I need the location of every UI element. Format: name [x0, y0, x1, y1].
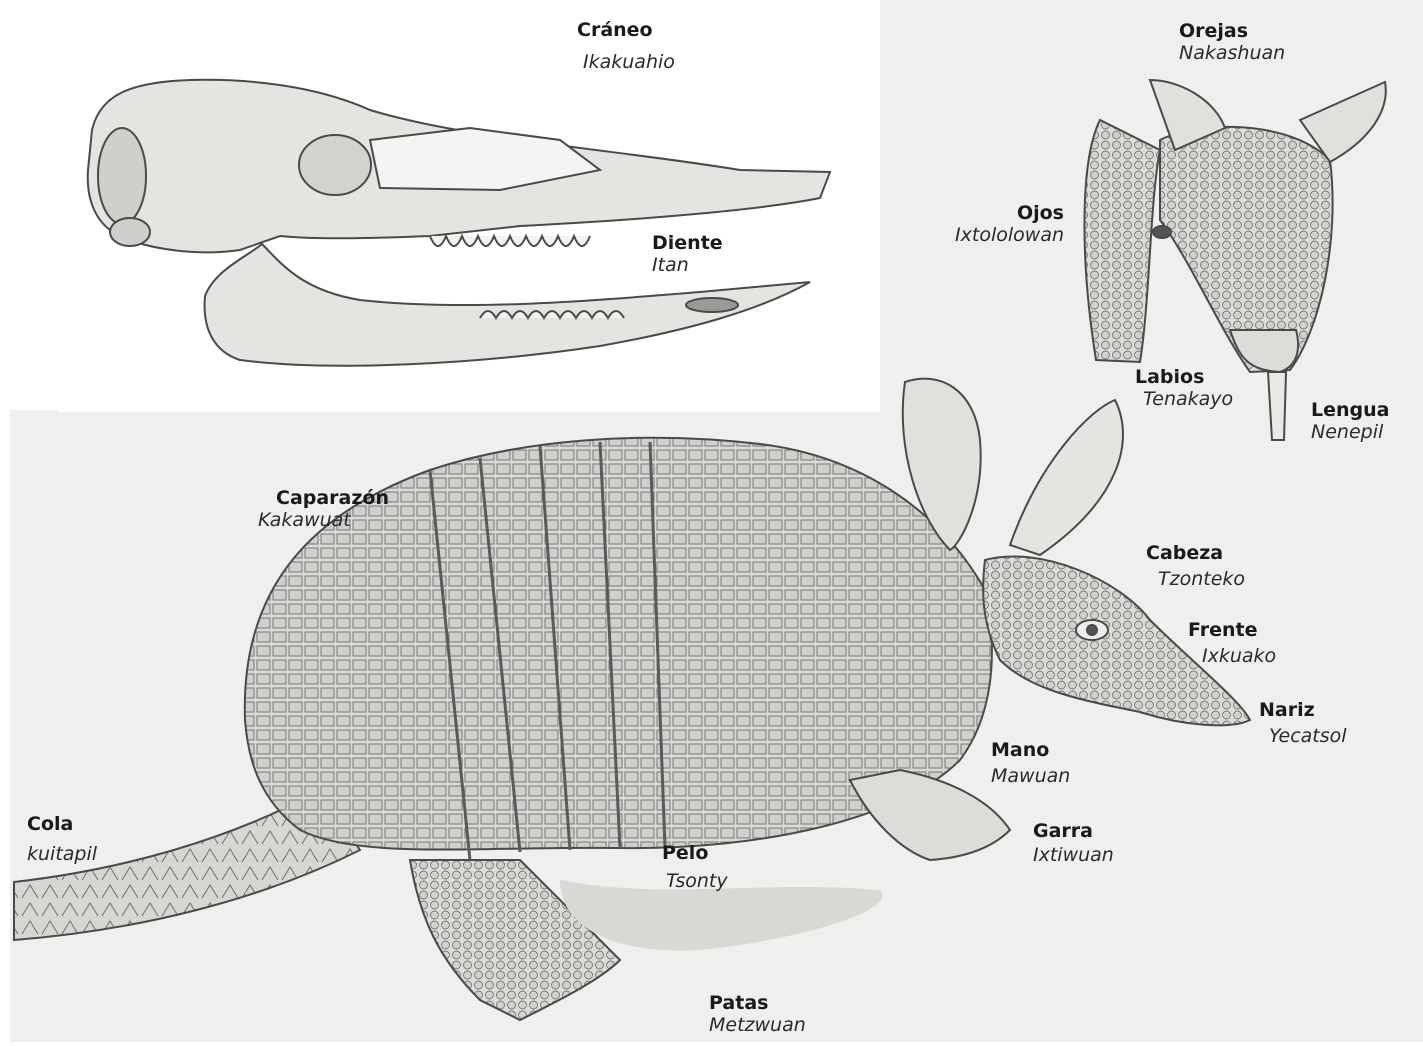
label-lengua: Lengua Nenepil [1311, 400, 1389, 444]
label-cabeza-spanish: Cabeza [1146, 543, 1245, 565]
label-caparazon-nahuatl: Kakawuat [258, 510, 389, 532]
label-lengua-spanish: Lengua [1311, 400, 1389, 422]
label-labios: Labios Tenakayo [1135, 367, 1233, 411]
label-ojos-spanish: Ojos [918, 203, 1064, 225]
tongue [1268, 372, 1286, 440]
label-patas-nahuatl: Metzwuan [709, 1015, 806, 1037]
label-cabeza-nahuatl: Tzonteko [1158, 569, 1245, 591]
label-craneo: Cráneo Ikakuahio [577, 20, 675, 74]
label-caparazon-spanish: Caparazón [276, 488, 389, 510]
label-mano: Mano Mawuan [991, 740, 1070, 788]
label-frente-nahuatl: Ixkuako [1202, 646, 1276, 668]
label-mano-spanish: Mano [991, 740, 1070, 762]
label-nariz-nahuatl: Yecatsol [1269, 726, 1347, 748]
label-garra-spanish: Garra [1033, 821, 1114, 843]
label-cabeza: Cabeza Tzonteko [1146, 543, 1245, 591]
label-diente-spanish: Diente [652, 233, 723, 255]
skull-bulla [299, 135, 371, 195]
label-patas-spanish: Patas [709, 993, 806, 1015]
label-craneo-nahuatl: Ikakuahio [583, 52, 675, 74]
label-patas: Patas Metzwuan [709, 993, 806, 1037]
label-cola-spanish: Cola [27, 814, 97, 836]
label-lengua-nahuatl: Nenepil [1311, 422, 1389, 444]
label-pelo: Pelo Tsonty [662, 843, 728, 893]
label-nariz: Nariz Yecatsol [1259, 700, 1347, 748]
label-mano-nahuatl: Mawuan [991, 766, 1070, 788]
lower-teeth [480, 311, 624, 318]
label-diente: Diente Itan [652, 233, 723, 277]
skull-orbit-rear [98, 128, 146, 224]
label-frente-spanish: Frente [1188, 620, 1276, 642]
label-orejas: Orejas Nakashuan [1179, 21, 1285, 65]
label-cola-nahuatl: kuitapil [27, 844, 97, 866]
label-pelo-spanish: Pelo [662, 843, 728, 865]
label-ojos-nahuatl: Ixtololowan [918, 225, 1064, 247]
jaw-foramen [686, 298, 738, 312]
label-diente-nahuatl: Itan [652, 255, 723, 277]
label-garra: Garra Ixtiwuan [1033, 821, 1114, 867]
label-nariz-spanish: Nariz [1259, 700, 1347, 722]
label-caparazon: Caparazón Kakawuat [258, 488, 389, 532]
label-ojos: Ojos Ixtololowan [918, 203, 1064, 247]
body-pupil [1087, 625, 1097, 635]
label-cola: Cola kuitapil [27, 814, 97, 866]
label-pelo-nahuatl: Tsonty [666, 871, 728, 893]
label-orejas-spanish: Orejas [1179, 21, 1285, 43]
head-eye [1153, 226, 1171, 238]
label-craneo-spanish: Cráneo [577, 20, 675, 42]
label-labios-spanish: Labios [1135, 367, 1233, 389]
label-labios-nahuatl: Tenakayo [1143, 389, 1233, 411]
label-garra-nahuatl: Ixtiwuan [1033, 845, 1114, 867]
skull-condyle [110, 218, 150, 246]
label-frente: Frente Ixkuako [1188, 620, 1276, 668]
label-orejas-nahuatl: Nakashuan [1179, 43, 1285, 65]
